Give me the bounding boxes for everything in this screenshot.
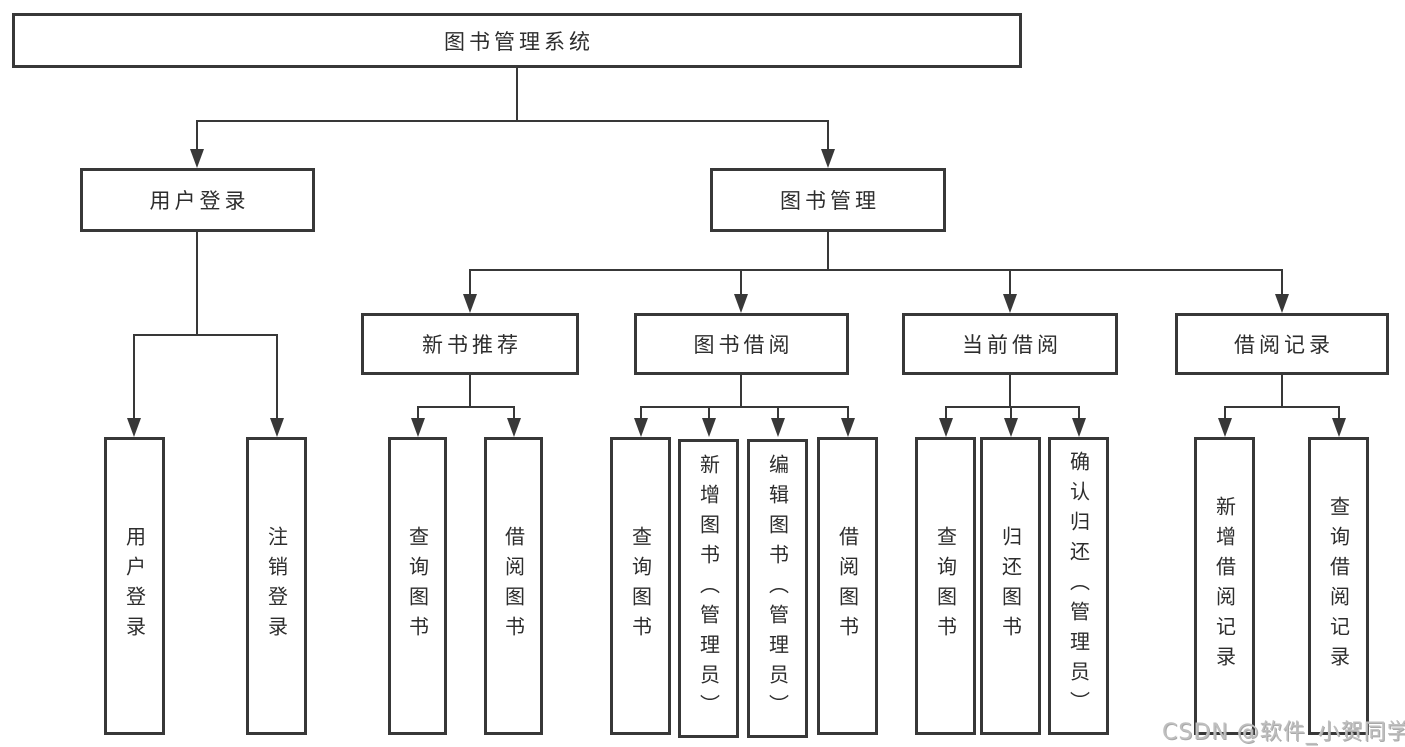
arrow-down-icon (771, 418, 785, 437)
connector-drop-book-borrow (740, 269, 742, 297)
connector-drop (1078, 406, 1080, 420)
connector-drop (847, 406, 849, 420)
connector-root-rail (196, 120, 829, 122)
connector-drop (640, 406, 642, 420)
leaf-logout-label: 注销登录 (264, 526, 289, 646)
connector-current-borrow-stem (1009, 375, 1011, 408)
leaf-add-books-admin: 新增图书（管理员） (678, 439, 739, 738)
connector-book-mgmt-rail (469, 269, 1283, 271)
leaf-query-books-current: 查询图书 (915, 437, 976, 735)
connector-drop-user-login (196, 120, 198, 151)
arrow-down-icon (270, 418, 284, 437)
watermark: CSDN @软件_小贺同学 (1162, 720, 1405, 745)
leaf-query-books-recommend: 查询图书 (388, 437, 447, 735)
connector-book-mgmt-stem (827, 232, 829, 271)
connector-user-login-rail (133, 334, 278, 336)
node-current-borrowing: 当前借阅 (902, 313, 1118, 375)
leaf-query-borrow-record: 查询借阅记录 (1308, 437, 1369, 735)
leaf-add-borrow-record-label: 新增借阅记录 (1212, 496, 1237, 676)
arrow-down-icon (1003, 294, 1017, 313)
arrow-down-icon (734, 294, 748, 313)
node-user-login: 用户登录 (80, 168, 315, 232)
leaf-confirm-return-admin-label: 确认归还（管理员） (1066, 451, 1091, 721)
connector-drop-borrow-record (1281, 269, 1283, 297)
connector-current-borrow-rail (945, 406, 1079, 408)
node-book-management: 图书管理 (710, 168, 946, 232)
arrow-down-icon (841, 418, 855, 437)
leaf-edit-books-admin: 编辑图书（管理员） (747, 439, 808, 738)
leaf-borrow-books: 借阅图书 (817, 437, 878, 735)
arrow-down-icon (463, 294, 477, 313)
arrow-down-icon (411, 418, 425, 437)
connector-drop-new-book (469, 269, 471, 297)
leaf-borrow-books-recommend: 借阅图书 (484, 437, 543, 735)
connector-root-stem (516, 68, 518, 121)
node-borrowing-records-label: 借阅记录 (1234, 333, 1334, 357)
connector-new-book-stem (469, 375, 471, 408)
leaf-confirm-return-admin: 确认归还（管理员） (1048, 437, 1109, 735)
leaf-add-borrow-record: 新增借阅记录 (1194, 437, 1255, 735)
leaf-return-books: 归还图书 (980, 437, 1041, 735)
arrow-down-icon (821, 149, 835, 168)
arrow-down-icon (190, 149, 204, 168)
node-new-book-recommend-label: 新书推荐 (422, 333, 522, 357)
connector-drop-book-mgmt (827, 120, 829, 151)
connector-borrow-record-stem (1281, 375, 1283, 408)
leaf-edit-books-admin-label: 编辑图书（管理员） (765, 453, 790, 724)
connector-book-borrow-rail (640, 406, 848, 408)
arrow-down-icon (1072, 418, 1086, 437)
leaf-user-login-label: 用户登录 (122, 526, 147, 646)
connector-user-login-stem (196, 232, 198, 336)
leaf-query-books-current-label: 查询图书 (933, 526, 958, 646)
connector-new-book-rail (417, 406, 515, 408)
connector-drop (417, 406, 419, 420)
node-book-management-label: 图书管理 (780, 189, 880, 213)
arrow-down-icon (939, 418, 953, 437)
arrow-down-icon (634, 418, 648, 437)
node-library-system: 图书管理系统 (12, 13, 1022, 68)
leaf-query-books-recommend-label: 查询图书 (405, 526, 430, 646)
connector-drop (1338, 406, 1340, 420)
leaf-user-login: 用户登录 (104, 437, 165, 735)
leaf-query-books-borrowing: 查询图书 (610, 437, 671, 735)
node-user-login-label: 用户登录 (149, 189, 250, 213)
connector-drop-leaf-user-login (133, 334, 135, 420)
connector-book-borrow-stem (740, 375, 742, 408)
arrow-down-icon (507, 418, 521, 437)
leaf-logout: 注销登录 (246, 437, 307, 735)
node-current-borrowing-label: 当前借阅 (962, 333, 1062, 357)
connector-drop-current-borrow (1009, 269, 1011, 297)
arrow-down-icon (1332, 418, 1346, 437)
connector-borrow-record-rail (1224, 406, 1339, 408)
arrow-down-icon (127, 418, 141, 437)
leaf-add-books-admin-label: 新增图书（管理员） (696, 453, 721, 724)
connector-drop (513, 406, 515, 420)
node-book-borrowing: 图书借阅 (634, 313, 849, 375)
leaf-query-books-borrowing-label: 查询图书 (628, 526, 653, 646)
connector-drop (777, 406, 779, 420)
node-borrowing-records: 借阅记录 (1175, 313, 1389, 375)
arrow-down-icon (1275, 294, 1289, 313)
leaf-query-borrow-record-label: 查询借阅记录 (1326, 496, 1351, 676)
connector-drop (1224, 406, 1226, 420)
connector-drop (1010, 406, 1012, 420)
leaf-return-books-label: 归还图书 (998, 526, 1023, 646)
node-library-system-label: 图书管理系统 (444, 29, 594, 54)
connector-drop-leaf-logout (276, 334, 278, 420)
leaf-borrow-books-recommend-label: 借阅图书 (501, 526, 526, 646)
arrow-down-icon (1218, 418, 1232, 437)
arrow-down-icon (1004, 418, 1018, 437)
node-new-book-recommend: 新书推荐 (361, 313, 579, 375)
connector-drop (708, 406, 710, 420)
leaf-borrow-books-label: 借阅图书 (835, 526, 860, 646)
connector-drop (945, 406, 947, 420)
arrow-down-icon (702, 418, 716, 437)
node-book-borrowing-label: 图书借阅 (693, 333, 794, 357)
